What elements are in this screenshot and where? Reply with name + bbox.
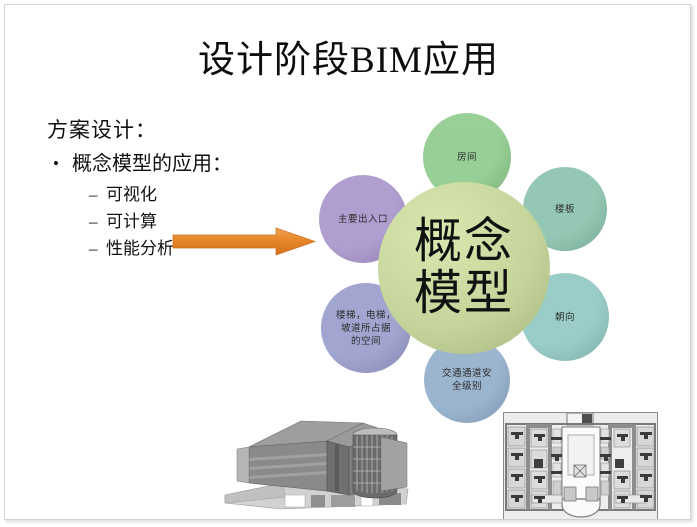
left-text-block: 方案设计： • 概念模型的应用： – 可视化 – 可计算 – 性能分析 [47,115,337,262]
diagram-hub-concept-model: 概念 模型 [378,182,550,354]
hub-label-line1: 概念 [413,215,514,268]
section-heading: 方案设计： [47,118,157,142]
hub-label-line2: 模型 [413,267,514,320]
petal-circulation-safety-level: 交通通道安 全级别 [424,337,510,423]
slide-title: 设计阶段BIM应用 [198,40,499,81]
bullet-point-icon: • [53,154,59,173]
petal-label: 楼梯，电梯， 坡道所占据 的空间 [335,309,396,347]
orange-right-arrow-icon [172,227,317,257]
sub-bullet-item-0: – 可视化 [47,181,337,208]
sub-bullet-label: 可视化 [106,185,157,204]
dash-bullet-icon: – [89,239,98,258]
dash-bullet-icon: – [89,185,98,204]
sub-bullet-item-1: – 可计算 [47,208,337,235]
bullet-item: • 概念模型的应用： [47,149,337,179]
petal-label: 交通通道安 全级别 [441,368,492,392]
petal-label: 楼板 [554,203,575,215]
concept-model-radial-diagram: 房间 楼板 朝向 交通通道安 全级别 楼梯，电梯， 坡道所占据 的空间 主要出入… [307,113,627,423]
petal-label: 主要出入口 [337,213,388,225]
dash-bullet-icon: – [89,212,98,231]
bullet-item-label: 概念模型的应用： [72,153,232,175]
sub-bullet-item-2: – 性能分析 [47,235,337,262]
presentation-slide: 设计阶段BIM应用 方案设计： • 概念模型的应用： – 可视化 – 可计算 –… [4,4,691,520]
petal-label: 朝向 [554,311,575,323]
building-massing-render [223,403,413,519]
sub-bullet-label: 可计算 [106,212,157,231]
petal-label: 房间 [456,151,477,163]
architectural-floor-plan [503,412,658,519]
sub-bullet-label: 性能分析 [106,239,174,258]
